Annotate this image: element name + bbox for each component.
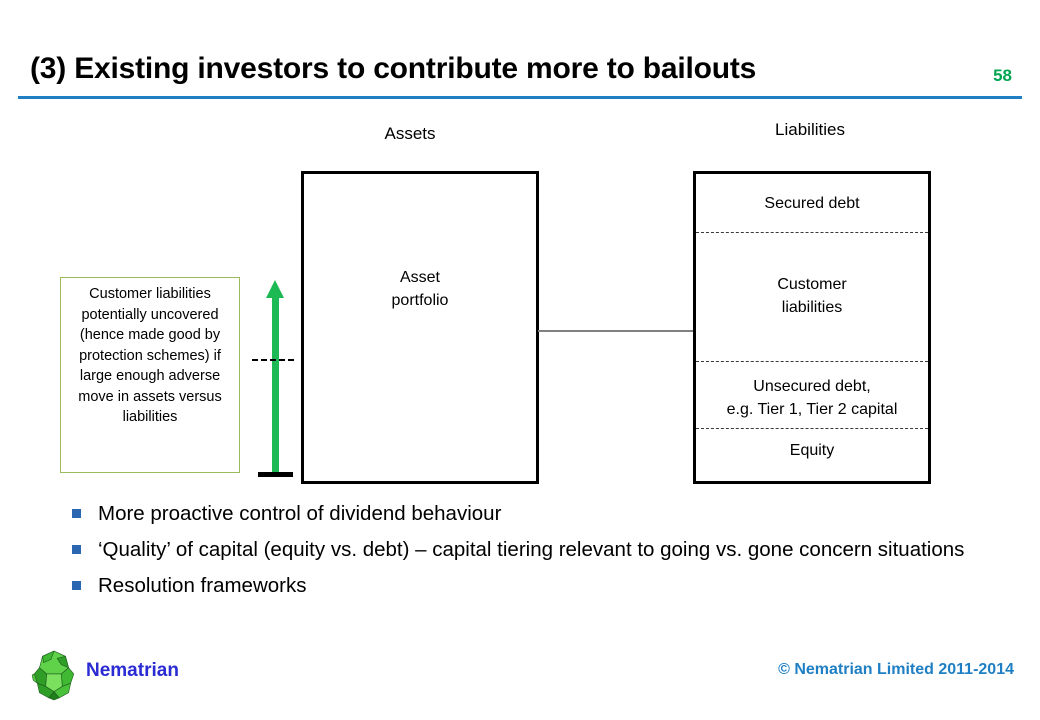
asset-portfolio-label: Asset portfolio [304, 266, 536, 312]
arrow-up-icon [266, 280, 284, 298]
footer-copyright: © Nematrian Limited 2011-2014 [778, 661, 1014, 678]
nematrian-logo-icon [28, 649, 80, 701]
liabilities-box: Secured debt Customer liabilities Unsecu… [693, 171, 931, 484]
page-title: (3) Existing investors to contribute mor… [30, 52, 757, 85]
divider-secured-customer [696, 232, 928, 233]
arrow-shaft [272, 294, 279, 472]
bullet-square-icon [72, 545, 81, 555]
divider-customer-unsecured [696, 361, 928, 362]
divider-unsecured-equity [696, 428, 928, 429]
list-item: Resolution frameworks [72, 572, 972, 599]
bullet-text: More proactive control of dividend behav… [98, 502, 502, 525]
unsecured-debt-line1: Unsecured debt, [753, 378, 871, 395]
assets-liabilities-connector [538, 330, 695, 332]
arrow-base-line [258, 472, 293, 477]
customer-liabilities-note-box: Customer liabilities potentially uncover… [60, 277, 240, 473]
list-item: ‘Quality’ of capital (equity vs. debt) –… [72, 536, 972, 563]
assets-column-label: Assets [384, 124, 436, 143]
uncovered-range-arrow [258, 280, 294, 485]
liabilities-segment-secured-debt: Secured debt [696, 192, 928, 215]
liabilities-segment-unsecured-debt: Unsecured debt, e.g. Tier 1, Tier 2 capi… [696, 375, 928, 421]
arrow-level-dashed-marker [252, 359, 294, 361]
customer-liabilities-line2: liabilities [781, 299, 843, 317]
asset-portfolio-line2: portfolio [391, 292, 449, 310]
liabilities-column-label: Liabilities [775, 120, 845, 139]
bullet-square-icon [72, 509, 81, 518]
customer-liabilities-line1: Customer [777, 276, 847, 293]
liabilities-segment-equity: Equity [696, 439, 928, 462]
header-divider [18, 96, 1022, 99]
bullet-square-icon [72, 581, 81, 591]
bullet-list: More proactive control of dividend behav… [72, 500, 972, 608]
equity-label: Equity [789, 442, 835, 459]
page-number: 58 [993, 66, 1012, 85]
bullet-text: ‘Quality’ of capital (equity vs. debt) –… [98, 538, 965, 562]
footer-brand: Nematrian [86, 660, 179, 681]
asset-portfolio-line1: Asset [399, 269, 440, 286]
bullet-text: Resolution frameworks [98, 574, 307, 598]
assets-box: Asset portfolio [301, 171, 539, 484]
unsecured-debt-line2: e.g. Tier 1, Tier 2 capital [726, 401, 898, 419]
list-item: More proactive control of dividend behav… [72, 500, 972, 527]
secured-debt-label: Secured debt [764, 195, 860, 212]
liabilities-segment-customer-liabilities: Customer liabilities [696, 273, 928, 319]
